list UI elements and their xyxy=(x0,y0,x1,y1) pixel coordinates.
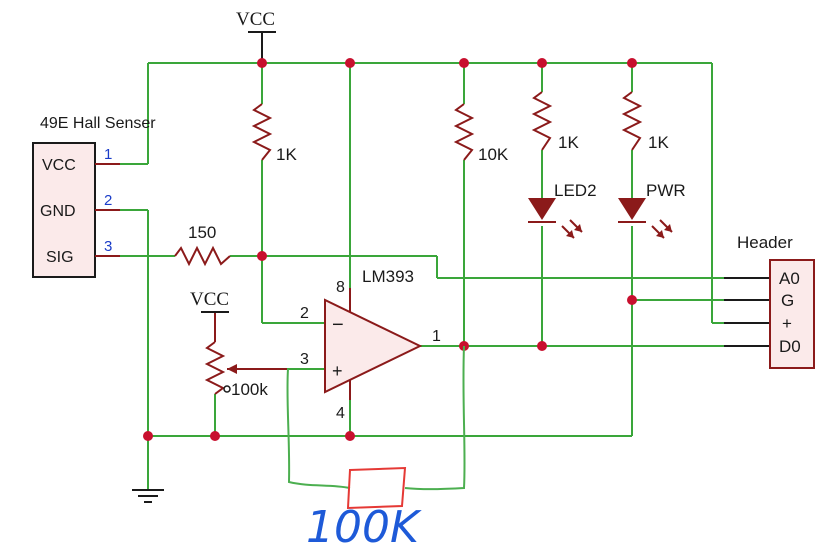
pwr-label: PWR xyxy=(646,181,686,200)
header-title: Header xyxy=(737,233,793,252)
svg-text:VCC: VCC xyxy=(236,9,275,30)
svg-text:1: 1 xyxy=(104,146,112,163)
resistor-10k: 10K xyxy=(453,103,509,164)
svg-text:3: 3 xyxy=(300,351,309,368)
vcc-top-symbol: VCC xyxy=(236,9,276,33)
svg-text:1: 1 xyxy=(432,328,441,345)
svg-text:100k: 100k xyxy=(231,380,268,399)
led2: LED2 xyxy=(528,181,597,239)
led2-label: LED2 xyxy=(554,181,597,200)
resistor-1k-pwr: 1K xyxy=(621,91,669,152)
wires xyxy=(120,32,770,490)
led-pwr: PWR xyxy=(618,181,686,239)
resistor-1k-led2: 1K xyxy=(531,91,579,152)
svg-text:+: + xyxy=(782,314,792,333)
vcc-pot-symbol: VCC xyxy=(190,289,229,313)
svg-text:4: 4 xyxy=(336,405,345,422)
header-connector: Header A0 G + D0 xyxy=(737,233,815,369)
svg-text:10K: 10K xyxy=(478,145,509,164)
hall-sensor: 49E Hall Senser VCC GND SIG 1 2 3 xyxy=(32,115,156,278)
ground-symbol xyxy=(132,489,164,503)
svg-text:1K: 1K xyxy=(648,133,669,152)
svg-text:8: 8 xyxy=(336,279,345,296)
sensor-title: 49E Hall Senser xyxy=(40,115,156,132)
svg-text:G: G xyxy=(781,291,794,310)
svg-text:2: 2 xyxy=(104,192,112,209)
svg-text:−: − xyxy=(332,314,344,336)
lm393-label: LM393 xyxy=(362,267,414,286)
sensor-pin-sig: SIG xyxy=(46,249,74,266)
svg-text:1K: 1K xyxy=(558,133,579,152)
junctions xyxy=(143,58,637,441)
svg-text:150: 150 xyxy=(188,223,216,242)
handdrawn-annotation: 100K xyxy=(286,345,466,548)
annotation-100k: 100K xyxy=(306,502,422,548)
sensor-pin-gnd: GND xyxy=(40,203,76,220)
resistor-150: 150 xyxy=(174,223,231,267)
potentiometer-100k: 100k xyxy=(204,341,287,399)
lm393-comparator: LM393 − + 2 3 1 8 4 xyxy=(300,267,441,422)
svg-text:A0: A0 xyxy=(779,269,800,288)
svg-text:1K: 1K xyxy=(276,145,297,164)
resistor-1k-left: 1K xyxy=(251,103,297,164)
svg-text:D0: D0 xyxy=(779,337,801,356)
svg-text:3: 3 xyxy=(104,238,112,255)
svg-text:VCC: VCC xyxy=(190,289,229,310)
sensor-pin-vcc: VCC xyxy=(42,157,76,174)
svg-text:2: 2 xyxy=(300,305,309,322)
svg-text:+: + xyxy=(332,361,343,381)
